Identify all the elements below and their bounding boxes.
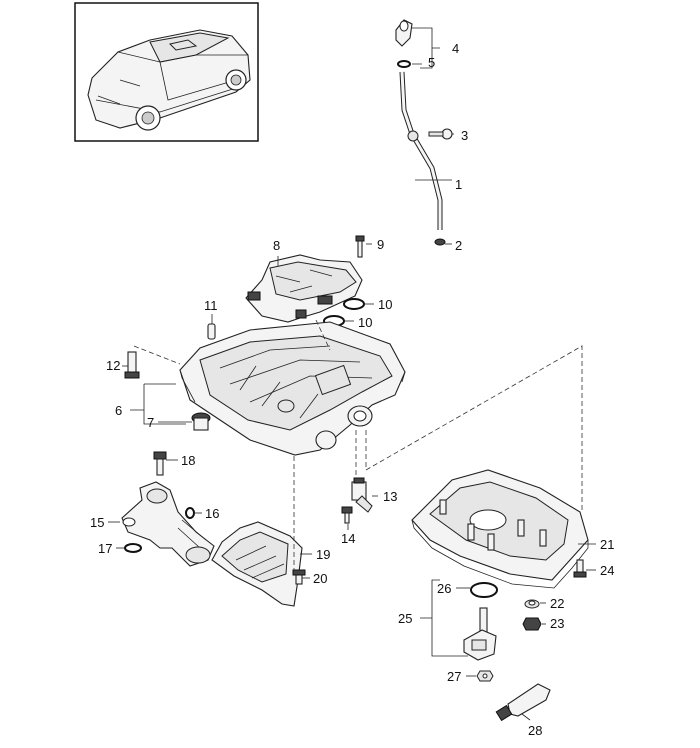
upper-oil-pan-6: [179, 321, 406, 456]
callout-10a: 10: [378, 297, 392, 312]
callout-13: 13: [383, 489, 397, 504]
callout-6: 6: [115, 403, 122, 418]
callout-7: 7: [147, 415, 154, 430]
baffle-19: [211, 521, 303, 607]
callout-22: 22: [550, 596, 564, 611]
callout-1: 1: [455, 177, 462, 192]
bolt-3: [428, 128, 453, 140]
washer-22: [524, 599, 540, 609]
callout-17: 17: [98, 541, 112, 556]
cover-part-8: [245, 254, 363, 323]
vehicle-thumbnail: [74, 2, 259, 142]
callout-27: 27: [447, 669, 461, 684]
o-ring-17: [124, 543, 142, 553]
dowel-pin-11: [207, 323, 216, 340]
callout-5: 5: [428, 55, 435, 70]
callout-25: 25: [398, 611, 412, 626]
callout-15: 15: [90, 515, 104, 530]
callout-14: 14: [341, 531, 355, 546]
callout-21: 21: [600, 537, 614, 552]
callout-20: 20: [313, 571, 327, 586]
car-illustration: [87, 29, 251, 131]
callout-23: 23: [550, 616, 564, 631]
bolt-12: [124, 351, 140, 379]
callout-labels: 1 2 3 4 5 6 7 8 9 10 10 11 12 13 14 15 1…: [90, 41, 614, 738]
callout-9: 9: [377, 237, 384, 252]
assembly-guides: [133, 319, 583, 570]
oil-pump-15: [121, 481, 215, 567]
bolt-20: [292, 569, 306, 585]
plug-7: [191, 412, 211, 431]
callout-4: 4: [452, 41, 459, 56]
bolt-9: [355, 235, 365, 258]
dipstick-assembly: [395, 19, 453, 246]
leader-lines: [108, 27, 596, 721]
nut-27: [476, 670, 494, 682]
bolt-14: [341, 506, 353, 524]
callout-16: 16: [205, 506, 219, 521]
lower-oil-pan-21: [411, 469, 589, 589]
callout-12: 12: [106, 358, 120, 373]
callout-26: 26: [437, 581, 451, 596]
drain-plug-23: [522, 617, 542, 631]
callout-3: 3: [461, 128, 468, 143]
callout-19: 19: [316, 547, 330, 562]
oil-level-sensor-25: [463, 607, 497, 661]
sensor-13: [351, 477, 373, 513]
bolt-24: [573, 559, 587, 578]
callout-10b: 10: [358, 315, 372, 330]
callout-28: 28: [528, 723, 542, 738]
sealant-tube-28: [495, 683, 551, 722]
callout-18: 18: [181, 453, 195, 468]
callout-8: 8: [273, 238, 280, 253]
bolt-18: [153, 451, 167, 476]
seal-26: [470, 582, 498, 598]
callout-24: 24: [600, 563, 614, 578]
callout-2: 2: [455, 238, 462, 253]
o-ring-10a: [343, 298, 365, 310]
o-ring-16: [185, 507, 195, 519]
callout-11: 11: [204, 298, 218, 313]
